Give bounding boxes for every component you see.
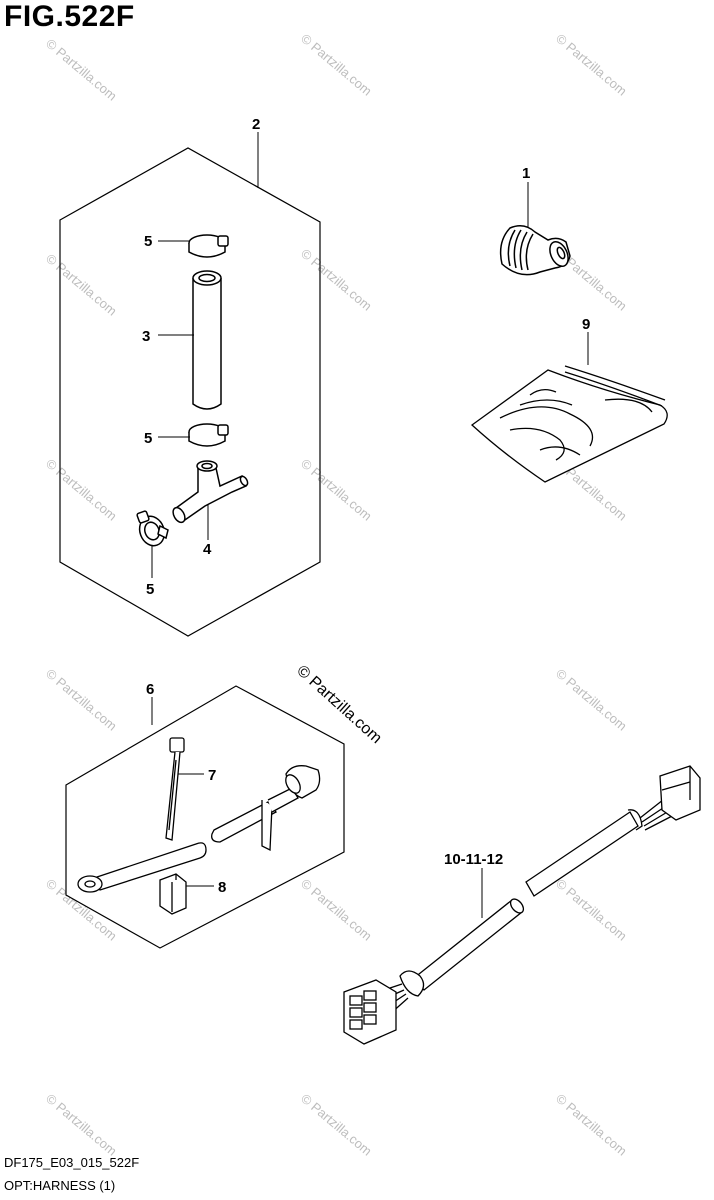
watermark: © Partzilla.com [43,251,120,319]
hose-clamp-bottom [136,510,169,547]
diagram-code: DF175_E03_015_522F [4,1155,140,1170]
callout-5-middle: 5 [144,430,152,447]
watermark: © Partzilla.com [553,31,630,99]
callout-8: 8 [218,879,226,896]
callout-10-11-12: 10-11-12 [444,851,503,868]
group-2-outline [59,147,321,637]
hose-clamp-middle [188,423,229,447]
watermark: © Partzilla.com [553,876,630,944]
ground-wire-part [77,842,207,893]
watermark: © Partzilla.com [298,456,375,524]
watermark: © Partzilla.com [298,246,375,314]
callout-5-top: 5 [144,233,152,250]
bag-part [470,365,668,483]
connector-clip-part [159,873,187,915]
callout-7: 7 [208,767,216,784]
callout-3: 3 [142,328,150,345]
callout-4: 4 [203,541,212,558]
watermark-layer: © Partzilla.com © Partzilla.com © Partzi… [43,31,630,1159]
hose-clamp-top [188,234,229,258]
watermark: © Partzilla.com [43,666,120,734]
cable-tie-part [165,737,185,841]
diagram-caption: OPT:HARNESS (1) [4,1178,116,1193]
callout-9: 9 [582,316,590,333]
callout-6: 6 [146,681,154,698]
watermark-prominent: © Partzilla.com [293,662,384,747]
watermark: © Partzilla.com [553,666,630,734]
watermark: © Partzilla.com [553,1091,630,1159]
callout-5-bottom: 5 [146,581,154,598]
hose-part [192,270,222,410]
harness-part [343,765,701,1045]
fitting-part [499,225,571,276]
watermark: © Partzilla.com [298,876,375,944]
figure-title: FIG.522F [4,0,135,33]
watermark: © Partzilla.com [43,36,120,104]
t-joint-part [172,460,249,524]
watermark: © Partzilla.com [298,1091,375,1159]
watermark: © Partzilla.com [43,456,120,524]
watermark: © Partzilla.com [298,31,375,99]
callout-1: 1 [522,165,530,182]
group-6-outline [65,685,345,949]
watermark: © Partzilla.com [43,1091,120,1159]
connector-wire-part [211,765,321,852]
callout-2: 2 [252,116,260,133]
